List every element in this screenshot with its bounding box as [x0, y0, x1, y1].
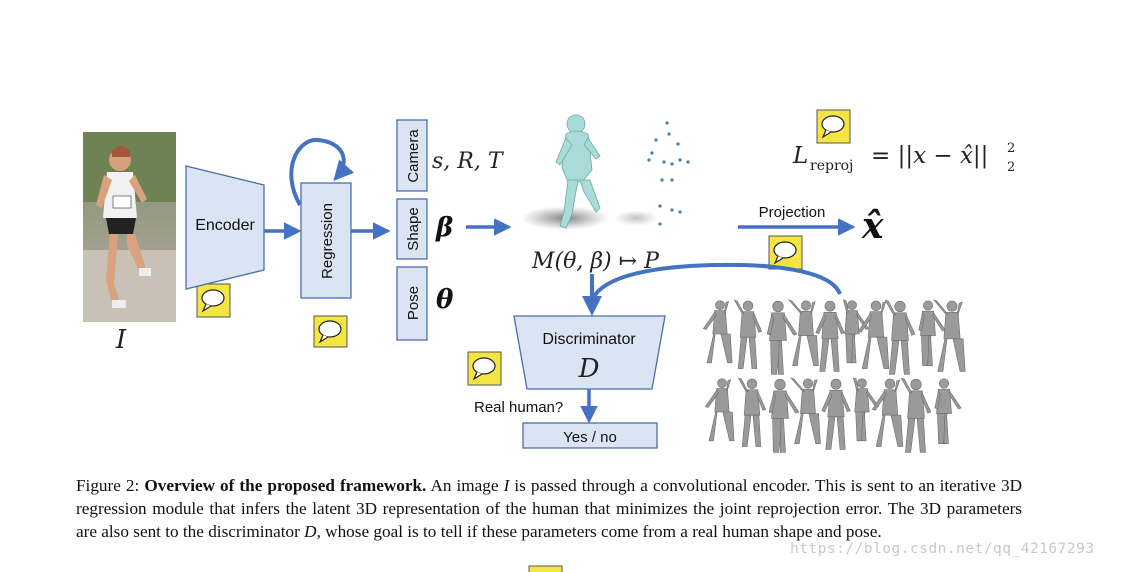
human-mesh — [857, 300, 890, 369]
caption-symbol-i: I — [503, 476, 510, 495]
human-mesh — [934, 378, 962, 444]
caption-text-a: An image — [430, 476, 499, 495]
shape-label: Shape — [405, 207, 422, 250]
encoder-label: Encoder — [195, 217, 255, 234]
caption-text-c: , whose goal is to tell if these paramet… — [316, 522, 882, 541]
human-mesh — [789, 377, 821, 444]
pose-label: Pose — [405, 286, 422, 320]
human-mesh — [821, 378, 851, 450]
data-arrow — [590, 262, 842, 301]
camera-label: Camera — [405, 129, 422, 183]
real-human-meshes — [702, 299, 966, 453]
shape-param: β — [435, 213, 453, 243]
human-mesh — [918, 300, 946, 366]
caption-title: Overview of the proposed framework. — [144, 476, 427, 495]
output-box — [522, 422, 658, 449]
caption-text-b: is passed through a convolutional encode… — [76, 476, 1022, 541]
human-mesh — [768, 378, 800, 453]
input-photo — [83, 132, 176, 322]
comment-icon[interactable] — [528, 565, 563, 572]
human-mesh — [852, 377, 880, 442]
figure-caption: Figure 2: Overview of the proposed frame… — [76, 474, 1022, 543]
human-mesh — [815, 300, 845, 372]
loss-subscript-2: 2 — [1007, 160, 1015, 175]
loop-arrow — [289, 137, 355, 206]
shape-box — [396, 198, 428, 260]
comment-icon[interactable] — [467, 351, 502, 386]
comment-icon[interactable] — [768, 235, 803, 270]
mesh-function: M(θ, β) ↦ P — [531, 249, 660, 274]
camera-box — [396, 119, 428, 192]
camera-params: s, R, T — [432, 149, 505, 174]
mesh-figure — [521, 114, 658, 230]
human-mesh — [702, 300, 733, 364]
encoder-block — [185, 165, 265, 290]
human-mesh — [884, 299, 916, 375]
loss-superscript: 2 — [1007, 141, 1015, 156]
discriminator-label: Discriminator — [542, 331, 636, 348]
yes-no-label: Yes / no — [563, 429, 617, 446]
comment-icon[interactable] — [196, 283, 231, 318]
human-mesh — [733, 299, 763, 369]
loss-rhs: = ||x − x̂|| — [871, 143, 988, 169]
pose-box — [396, 266, 428, 341]
caption-symbol-d: D — [304, 522, 317, 541]
comment-icon[interactable] — [313, 315, 348, 348]
projection-label: Projection — [759, 204, 826, 221]
regression-block — [300, 182, 352, 299]
pose-param: θ — [436, 285, 454, 315]
discriminator-symbol: D — [578, 354, 600, 384]
keypoints — [647, 121, 690, 226]
human-mesh — [704, 378, 735, 442]
human-mesh — [842, 299, 870, 364]
loss-equation: L reproj = ||x − x̂|| 2 2 — [792, 141, 1015, 175]
human-mesh — [766, 300, 798, 375]
comment-icon[interactable] — [816, 109, 851, 144]
human-mesh — [871, 378, 904, 447]
loss-symbol: L — [792, 143, 808, 169]
regression-label: Regression — [319, 203, 336, 279]
human-mesh — [900, 377, 932, 453]
human-mesh — [737, 377, 767, 447]
input-symbol: I — [115, 325, 127, 355]
watermark: https://blog.csdn.net/qq_42167293 — [790, 541, 1095, 557]
human-mesh — [787, 299, 819, 366]
figure-label: Figure 2: — [76, 476, 140, 495]
discriminator-block — [513, 315, 666, 390]
real-human-question: Real human? — [474, 399, 563, 416]
x-hat: x̂ — [861, 205, 884, 247]
loss-subscript: reproj — [810, 158, 853, 174]
human-mesh — [932, 299, 966, 372]
